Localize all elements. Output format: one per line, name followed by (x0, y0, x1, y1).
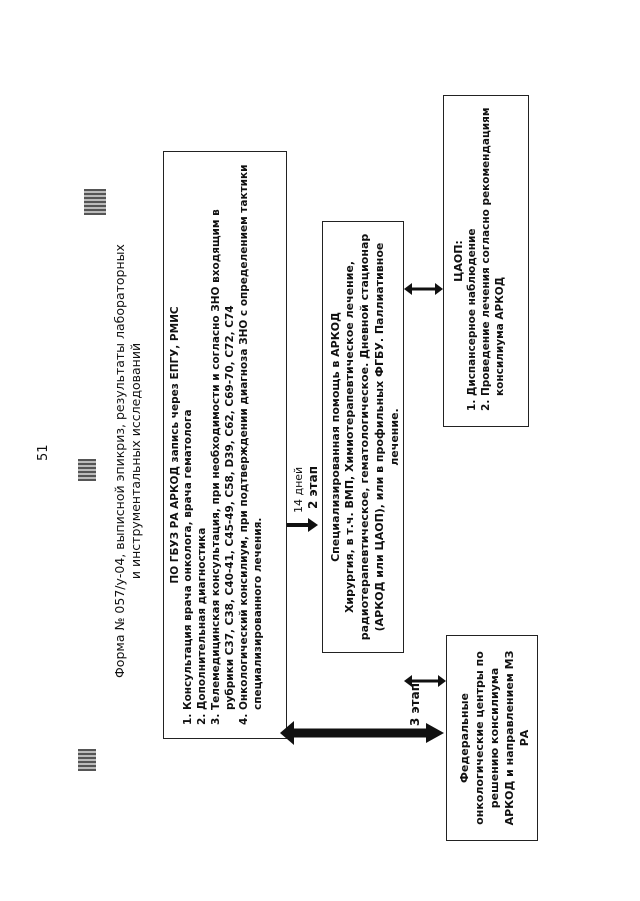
arrow-stage1-to-stage3-icon (280, 721, 444, 745)
arrow-stage2-stage3-icon (404, 675, 446, 687)
arrow-stage1-to-stage2-icon (287, 518, 318, 532)
arrow-stage2-caop-icon (404, 283, 443, 295)
